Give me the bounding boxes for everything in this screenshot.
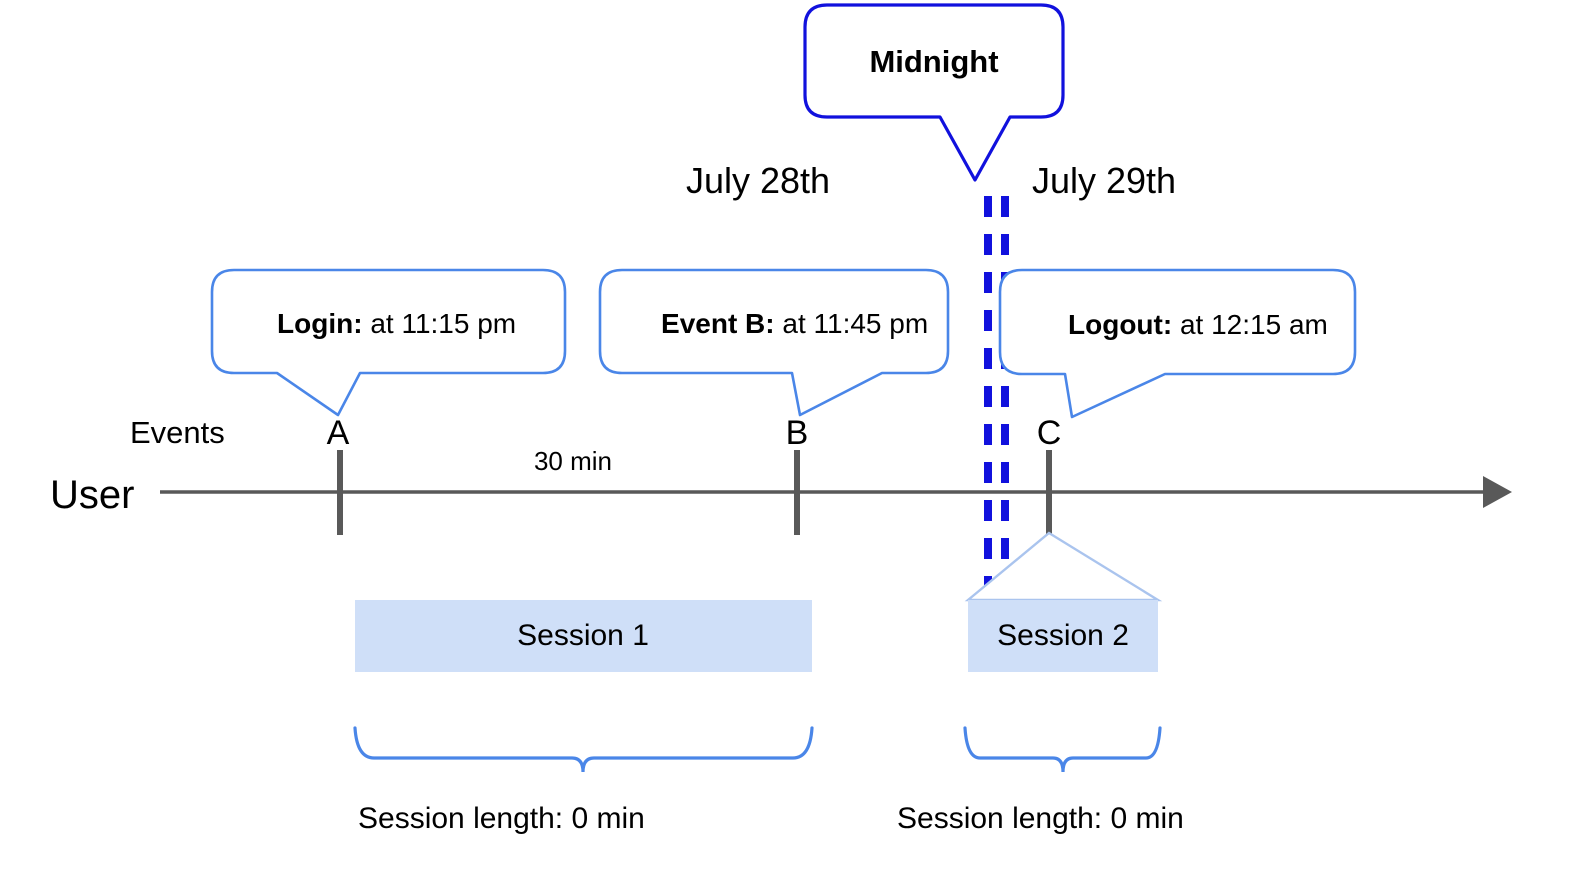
event-callout-event-b: Event B: at 11:45 pm [598, 268, 959, 417]
event-callout-event-b-detail: at 11:45 pm [775, 308, 929, 339]
event-marker-label-b: B [786, 414, 809, 452]
session-bar-2-label: Session 2 [997, 619, 1129, 652]
session-2-pointer [964, 531, 1163, 602]
session-bar-1-label: Session 1 [517, 619, 649, 652]
midnight-callout: Midnight [803, 3, 1065, 182]
midnight-callout-label: Midnight [869, 44, 998, 79]
event-callout-event-b-title: Event B: [661, 308, 775, 339]
event-callout-logout: Logout: at 12:15 am [998, 268, 1359, 419]
timeline-axis [160, 450, 1512, 535]
event-marker-label-c: C [1037, 414, 1062, 452]
event-callout-login-bubble [210, 268, 567, 417]
event-callout-event-b-text: Event B: at 11:45 pm [621, 308, 959, 339]
session-2-brace-path [963, 726, 1162, 773]
user-row-label: User [50, 473, 134, 517]
event-callout-login-text: Login: at 11:15 pm [237, 308, 547, 339]
session-2-brace [963, 726, 1162, 773]
session-bar-2-fill [968, 600, 1158, 672]
event-callout-event-b-bubble [598, 268, 950, 417]
session-bar-1: Session 1 [355, 600, 812, 672]
timeline-axis-arrowhead [1483, 476, 1512, 508]
session-bar-2: Session 2 [968, 600, 1158, 672]
session-bar-1-fill [355, 600, 812, 672]
event-callout-logout-title: Logout: [1068, 309, 1172, 340]
session-1-length-label: Session length: 0 min [358, 802, 645, 835]
event-callout-login: Login: at 11:15 pm [210, 268, 567, 417]
duration-label-30min: 30 min [534, 446, 612, 476]
event-callout-logout-bubble [998, 268, 1357, 419]
event-callout-logout-detail: at 12:15 am [1172, 309, 1328, 340]
session-1-brace [353, 726, 814, 773]
event-marker-label-a: A [327, 414, 350, 452]
events-row-label: Events [130, 415, 225, 450]
session-2-length-label: Session length: 0 min [897, 802, 1184, 835]
midnight-callout-bubble [803, 3, 1065, 182]
event-callout-login-detail: at 11:15 pm [363, 308, 517, 339]
session-1-brace-path [353, 726, 814, 773]
event-callout-login-title: Login: [277, 308, 363, 339]
event-callout-logout-text: Logout: at 12:15 am [1028, 309, 1359, 340]
date-label-right: July 29th [1032, 160, 1176, 201]
date-label-left: July 28th [686, 160, 830, 201]
midnight-divider [984, 196, 1009, 588]
